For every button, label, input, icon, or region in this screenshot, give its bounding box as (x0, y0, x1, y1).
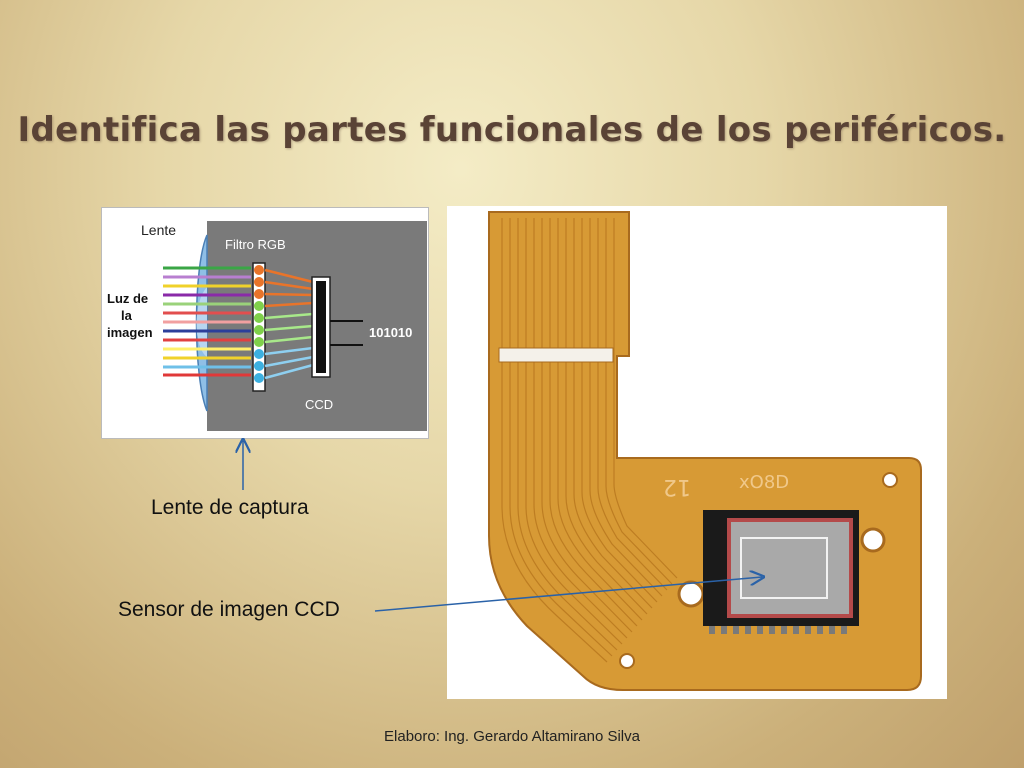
sensor-caption: Sensor de imagen CCD (118, 598, 340, 621)
light-label-1: Luz de (107, 291, 148, 306)
filter-dots (254, 265, 264, 383)
mount-hole (882, 472, 898, 488)
stiffener-strip (498, 347, 614, 363)
pcb-mark-2: xO8D (739, 472, 789, 493)
pcb-mark-1: 12 (663, 474, 691, 499)
ccd-label: CCD (305, 397, 333, 412)
ccd-sensor (703, 510, 859, 634)
ccd-diagram: Lente Filtro RGB Luz de la imagen 101010… (101, 207, 429, 439)
lens-caption: Lente de captura (151, 496, 309, 519)
light-label-2: la (121, 308, 133, 323)
incoming-light-lines (163, 266, 251, 377)
lens-label: Lente (141, 222, 176, 238)
light-label-3: imagen (107, 325, 153, 340)
flex-traces (501, 218, 678, 663)
slide-title: Identifica las partes funcionales de los… (17, 110, 1007, 150)
filter-label: Filtro RGB (225, 237, 286, 252)
slide-footer: Elaboro: Ing. Gerardo Altamirano Silva (384, 728, 640, 745)
sensor-arrow (374, 577, 762, 612)
ccd-board-photo: 12 xO8D (447, 206, 947, 699)
output-label: 101010 (369, 325, 412, 340)
mount-hole (619, 653, 635, 669)
mount-hole (860, 527, 886, 553)
